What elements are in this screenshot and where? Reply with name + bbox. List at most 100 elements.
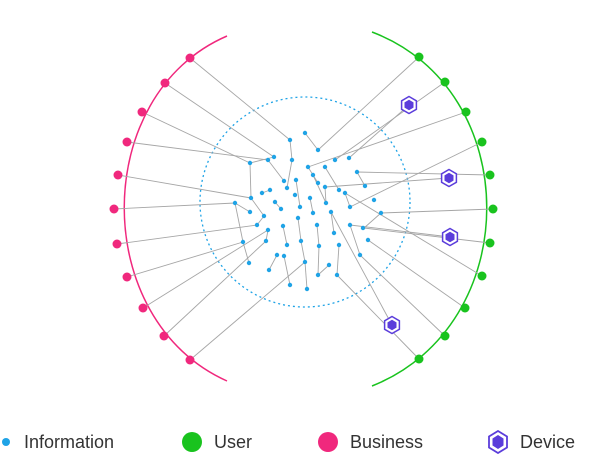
- user-link: [356, 171, 491, 176]
- user-link: [344, 192, 483, 277]
- information-node: [305, 164, 311, 170]
- information-node: [263, 238, 269, 244]
- information-node: [365, 237, 371, 243]
- information-node: [332, 157, 338, 163]
- information-node: [347, 222, 353, 228]
- device-node: [441, 227, 459, 247]
- user-link: [334, 81, 446, 161]
- information-node: [271, 154, 277, 160]
- inner-link: [286, 159, 293, 189]
- legend-label-business: Business: [350, 431, 424, 452]
- user-link: [380, 208, 494, 214]
- information-node: [261, 213, 267, 219]
- information-node: [302, 259, 308, 265]
- device-link: [348, 104, 410, 159]
- inner-link: [317, 264, 330, 276]
- information-node: [347, 204, 353, 210]
- user-node: [485, 238, 495, 248]
- device-hexagon-core: [404, 99, 414, 111]
- information-node: [293, 177, 299, 183]
- business-node: [138, 303, 148, 313]
- information-node: [267, 187, 273, 193]
- user-link: [317, 56, 420, 151]
- information-node: [247, 209, 253, 215]
- user-node: [440, 77, 450, 87]
- inner-link: [349, 224, 361, 256]
- business-node: [122, 137, 132, 147]
- information-node: [274, 252, 280, 258]
- information-node: [331, 230, 337, 236]
- network-graph: [109, 31, 498, 387]
- inner-link: [282, 225, 288, 246]
- legend-label-device: Device: [520, 431, 576, 452]
- business-link: [113, 202, 236, 210]
- device-hexagon-core: [445, 231, 455, 243]
- information-node: [304, 286, 310, 292]
- information-node: [281, 178, 287, 184]
- legend: Information User Business Device: [0, 424, 600, 460]
- information-node: [240, 239, 246, 245]
- information-node: [287, 137, 293, 143]
- information-node: [316, 243, 322, 249]
- device-link: [349, 224, 451, 238]
- inner-link: [250, 197, 265, 217]
- user-link: [363, 227, 491, 244]
- business-link: [163, 240, 267, 337]
- information-node: [322, 164, 328, 170]
- information-node: [346, 155, 352, 161]
- information-node: [310, 210, 316, 216]
- user-node: [477, 271, 487, 281]
- inner-link: [234, 202, 244, 243]
- device-hexagon-core: [387, 319, 397, 331]
- information-node: [284, 242, 290, 248]
- device-node: [383, 315, 401, 335]
- device-hexagon-icon: [488, 430, 508, 454]
- inner-link: [356, 171, 366, 187]
- inner-link: [249, 162, 252, 199]
- user-arc: [371, 31, 488, 387]
- information-node: [336, 187, 342, 193]
- information-node: [354, 169, 360, 175]
- legend-label-information: Information: [24, 431, 115, 452]
- information-node: [247, 160, 253, 166]
- inner-link: [312, 174, 327, 204]
- inner-link: [295, 179, 301, 208]
- information-node: [315, 180, 321, 186]
- information-node: [254, 222, 260, 228]
- business-node: [159, 331, 169, 341]
- inner-link: [268, 254, 278, 271]
- information-node: [302, 130, 308, 136]
- inner-link: [344, 192, 351, 208]
- information-node: [322, 184, 328, 190]
- information-node: [310, 172, 316, 178]
- legend-item-information: Information: [0, 424, 114, 460]
- inner-link: [267, 159, 285, 182]
- inner-link: [309, 197, 314, 214]
- business-link: [117, 174, 252, 199]
- business-node: [185, 53, 195, 63]
- device-hexagon-core: [444, 172, 454, 184]
- information-node: [292, 192, 298, 198]
- information-node: [323, 200, 329, 206]
- business-link: [116, 224, 258, 245]
- information-node: [315, 147, 321, 153]
- business-link: [142, 229, 269, 309]
- inner-link: [330, 211, 335, 234]
- legend-item-business: Business: [317, 424, 423, 460]
- user-node: [460, 303, 470, 313]
- business-link: [141, 111, 251, 164]
- dotted-boundary-circle: [199, 96, 411, 308]
- information-node: [315, 272, 321, 278]
- information-node: [297, 204, 303, 210]
- user-link: [336, 274, 420, 360]
- device-node: [400, 95, 418, 115]
- information-node: [326, 262, 332, 268]
- business-node: [113, 170, 123, 180]
- information-node: [336, 242, 342, 248]
- device-link: [330, 211, 393, 326]
- inner-link: [300, 240, 306, 263]
- business-link: [126, 141, 269, 161]
- inner-link: [304, 132, 319, 151]
- information-node: [232, 200, 238, 206]
- inner-link: [363, 212, 382, 229]
